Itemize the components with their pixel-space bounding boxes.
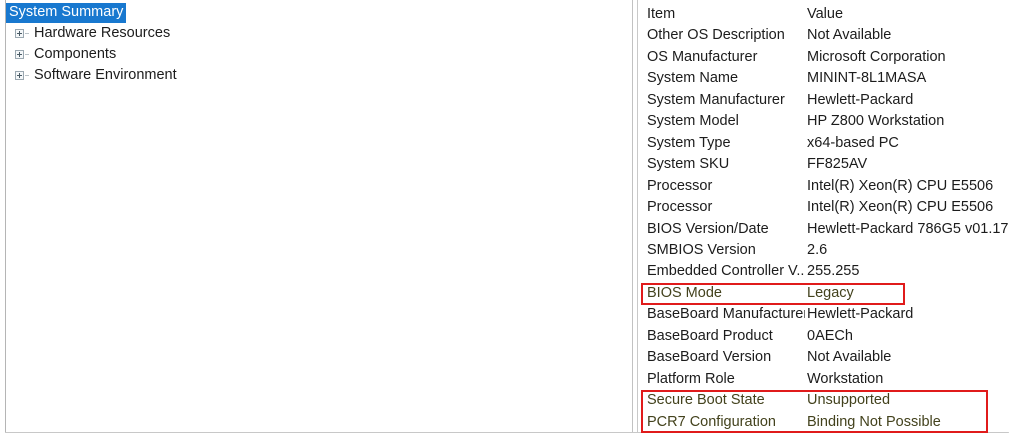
grid-header-row: Item Value [640,4,1009,25]
table-row[interactable]: OS Manufacturer Microsoft Corporation [640,47,1009,68]
cell-value: Hewlett-Packard 786G5 v01.17, 8, [807,220,1009,237]
tree-item-software-environment[interactable]: Software Environment [14,66,180,86]
cell-item: System SKU [647,156,730,173]
cell-value: Not Available [807,349,892,366]
cell-item: System Manufacturer [647,91,785,108]
tree-item-label: Hardware Resources [34,25,171,41]
cell-value: Workstation [807,370,884,387]
plus-expander-icon[interactable] [14,69,29,83]
cell-item: Platform Role [647,370,735,387]
cell-value: Unsupported [807,392,891,409]
column-header-item: Item [647,6,676,22]
table-row[interactable]: Processor Intel(R) Xeon(R) CPU E5506 [640,197,1009,218]
pane-splitter-edge [637,0,638,432]
table-row[interactable]: Platform Role Workstation [640,369,1009,390]
table-row[interactable]: Secure Boot State Unsupported [640,390,1009,411]
cell-value: HP Z800 Workstation [807,113,945,130]
cell-item: Secure Boot State [647,392,765,409]
table-row[interactable]: System Type x64-based PC [640,133,1009,154]
plus-expander-icon[interactable] [14,48,29,62]
cell-item: Other OS Description [647,27,785,44]
cell-value: FF825AV [807,156,868,173]
tree-item-label: Components [34,46,117,62]
table-row[interactable]: Embedded Controller V...255.255 [640,261,1009,282]
tree-item-components[interactable]: Components [14,45,119,65]
pane-splitter[interactable] [632,0,633,432]
window-border-left [5,0,6,433]
tree-item-hardware-resources[interactable]: Hardware Resources [14,24,173,44]
plus-expander-icon[interactable] [14,27,29,41]
table-row[interactable]: System Manufacturer Hewlett-Packard [640,90,1009,111]
cell-item: SMBIOS Version [647,241,756,258]
tree-item-label: System Summary [6,3,127,23]
cell-item: BaseBoard Version [647,349,772,366]
cell-value: 2.6 [807,241,828,258]
cell-item: Processor [647,199,713,216]
window-border-bottom [5,432,1009,433]
cell-item: System Name [647,70,739,87]
table-row[interactable]: PCR7 Configuration Binding Not Possible [640,412,1009,432]
cell-item: BaseBoard Product [647,327,773,344]
cell-value: Intel(R) Xeon(R) CPU E5506 [807,177,994,194]
cell-value: x64-based PC [807,134,899,151]
cell-value: Microsoft Corporation [807,48,946,65]
cell-value: MININT-8L1MASA [807,70,927,87]
cell-value: Hewlett-Packard [807,91,914,108]
cell-item: Embedded Controller V... [647,263,805,280]
cell-value: Intel(R) Xeon(R) CPU E5506 [807,199,994,216]
cell-value: Not Available [807,27,892,44]
cell-value: Hewlett-Packard [807,306,914,323]
table-row[interactable]: System Name MININT-8L1MASA [640,68,1009,89]
cell-item: System Model [647,113,739,130]
column-header-value: Value [807,6,844,22]
table-row[interactable]: System SKU FF825AV [640,154,1009,175]
table-row[interactable]: Processor Intel(R) Xeon(R) CPU E5506 [640,176,1009,197]
tree-item-label: Software Environment [34,67,177,83]
cell-value: Binding Not Possible [807,413,941,430]
cell-item: BaseBoard Manufacturer [647,306,805,323]
table-row[interactable]: BaseBoard Product 0AECh [640,326,1009,347]
cell-item: PCR7 Configuration [647,413,776,430]
table-row[interactable]: BaseBoard Version Not Available [640,347,1009,368]
table-row[interactable]: BIOS Mode Legacy [640,283,1009,304]
cell-value: 255.255 [807,263,860,280]
cell-value: Legacy [807,284,854,301]
cell-item: BIOS Version/Date [647,220,769,237]
cell-item: BIOS Mode [647,284,722,301]
cell-item: Processor [647,177,713,194]
table-row[interactable]: System Model HP Z800 Workstation [640,111,1009,132]
table-row[interactable]: BIOS Version/Date Hewlett-Packard 786G5 v… [640,219,1009,240]
cell-item: System Type [647,134,731,151]
table-row[interactable]: SMBIOS Version 2.6 [640,240,1009,261]
tree-item-system-summary[interactable]: System Summary [6,3,127,23]
table-row[interactable]: Other OS Description Not Available [640,25,1009,46]
cell-item: OS Manufacturer [647,48,758,65]
cell-value: 0AECh [807,327,853,344]
